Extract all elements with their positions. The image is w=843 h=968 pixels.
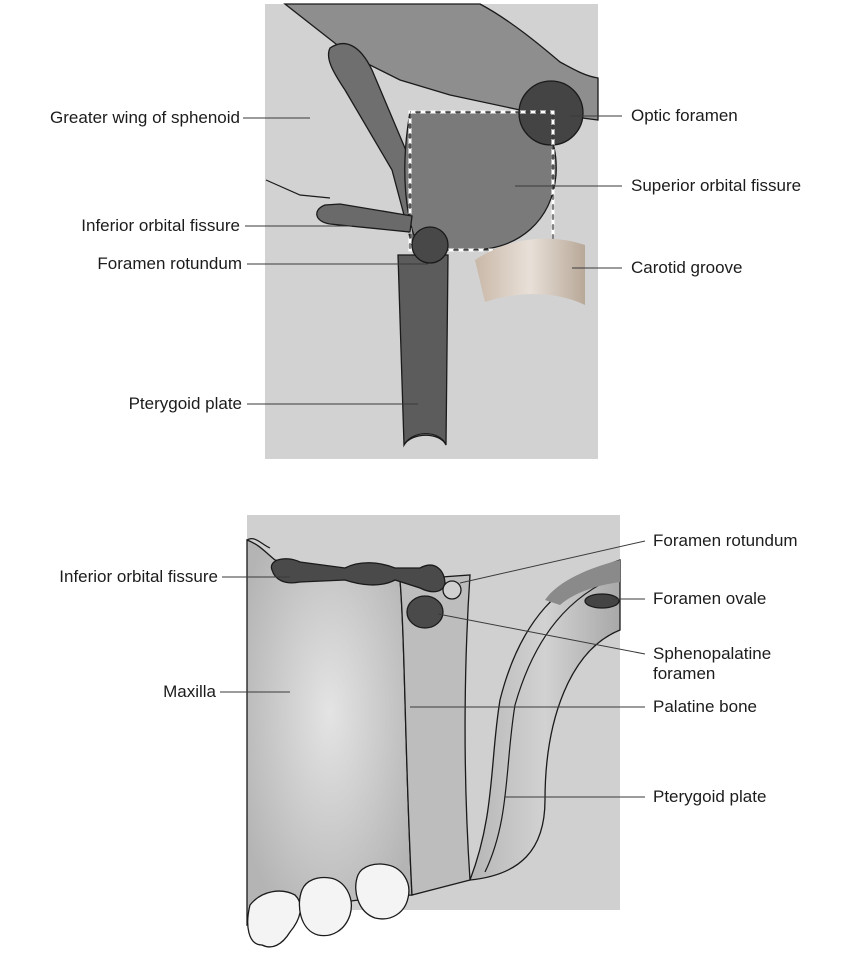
- label-optic-foramen: Optic foramen: [631, 106, 738, 126]
- foramen-rotundum-shape: [412, 227, 448, 263]
- label-sphenopalatine-line2: foramen: [653, 664, 715, 684]
- label-greater-wing-of-sphenoid: Greater wing of sphenoid: [4, 108, 240, 128]
- label-inferior-orbital-fissure-bottom: Inferior orbital fissure: [4, 567, 218, 587]
- sphenopalatine-foramen-shape: [407, 596, 443, 628]
- top-panel: [265, 4, 598, 459]
- label-carotid-groove: Carotid groove: [631, 258, 743, 278]
- bottom-panel: [247, 515, 620, 947]
- tooth-3: [356, 864, 409, 919]
- pterygoid-plate-shape: [398, 255, 448, 445]
- tooth-1: [248, 891, 301, 947]
- tooth-2: [299, 878, 351, 936]
- label-palatine-bone: Palatine bone: [653, 697, 757, 717]
- label-maxilla: Maxilla: [4, 682, 216, 702]
- foramen-rotundum-bottom-shape: [443, 581, 461, 599]
- label-sphenopalatine-line1: Sphenopalatine: [653, 644, 771, 664]
- foramen-ovale-shape: [585, 594, 619, 608]
- label-inferior-orbital-fissure-top: Inferior orbital fissure: [4, 216, 240, 236]
- label-foramen-rotundum-bottom: Foramen rotundum: [653, 531, 798, 551]
- label-pterygoid-plate-top: Pterygoid plate: [4, 394, 242, 414]
- label-superior-orbital-fissure: Superior orbital fissure: [631, 176, 801, 196]
- label-pterygoid-plate-bottom: Pterygoid plate: [653, 787, 766, 807]
- label-foramen-ovale: Foramen ovale: [653, 589, 766, 609]
- label-foramen-rotundum-top: Foramen rotundum: [4, 254, 242, 274]
